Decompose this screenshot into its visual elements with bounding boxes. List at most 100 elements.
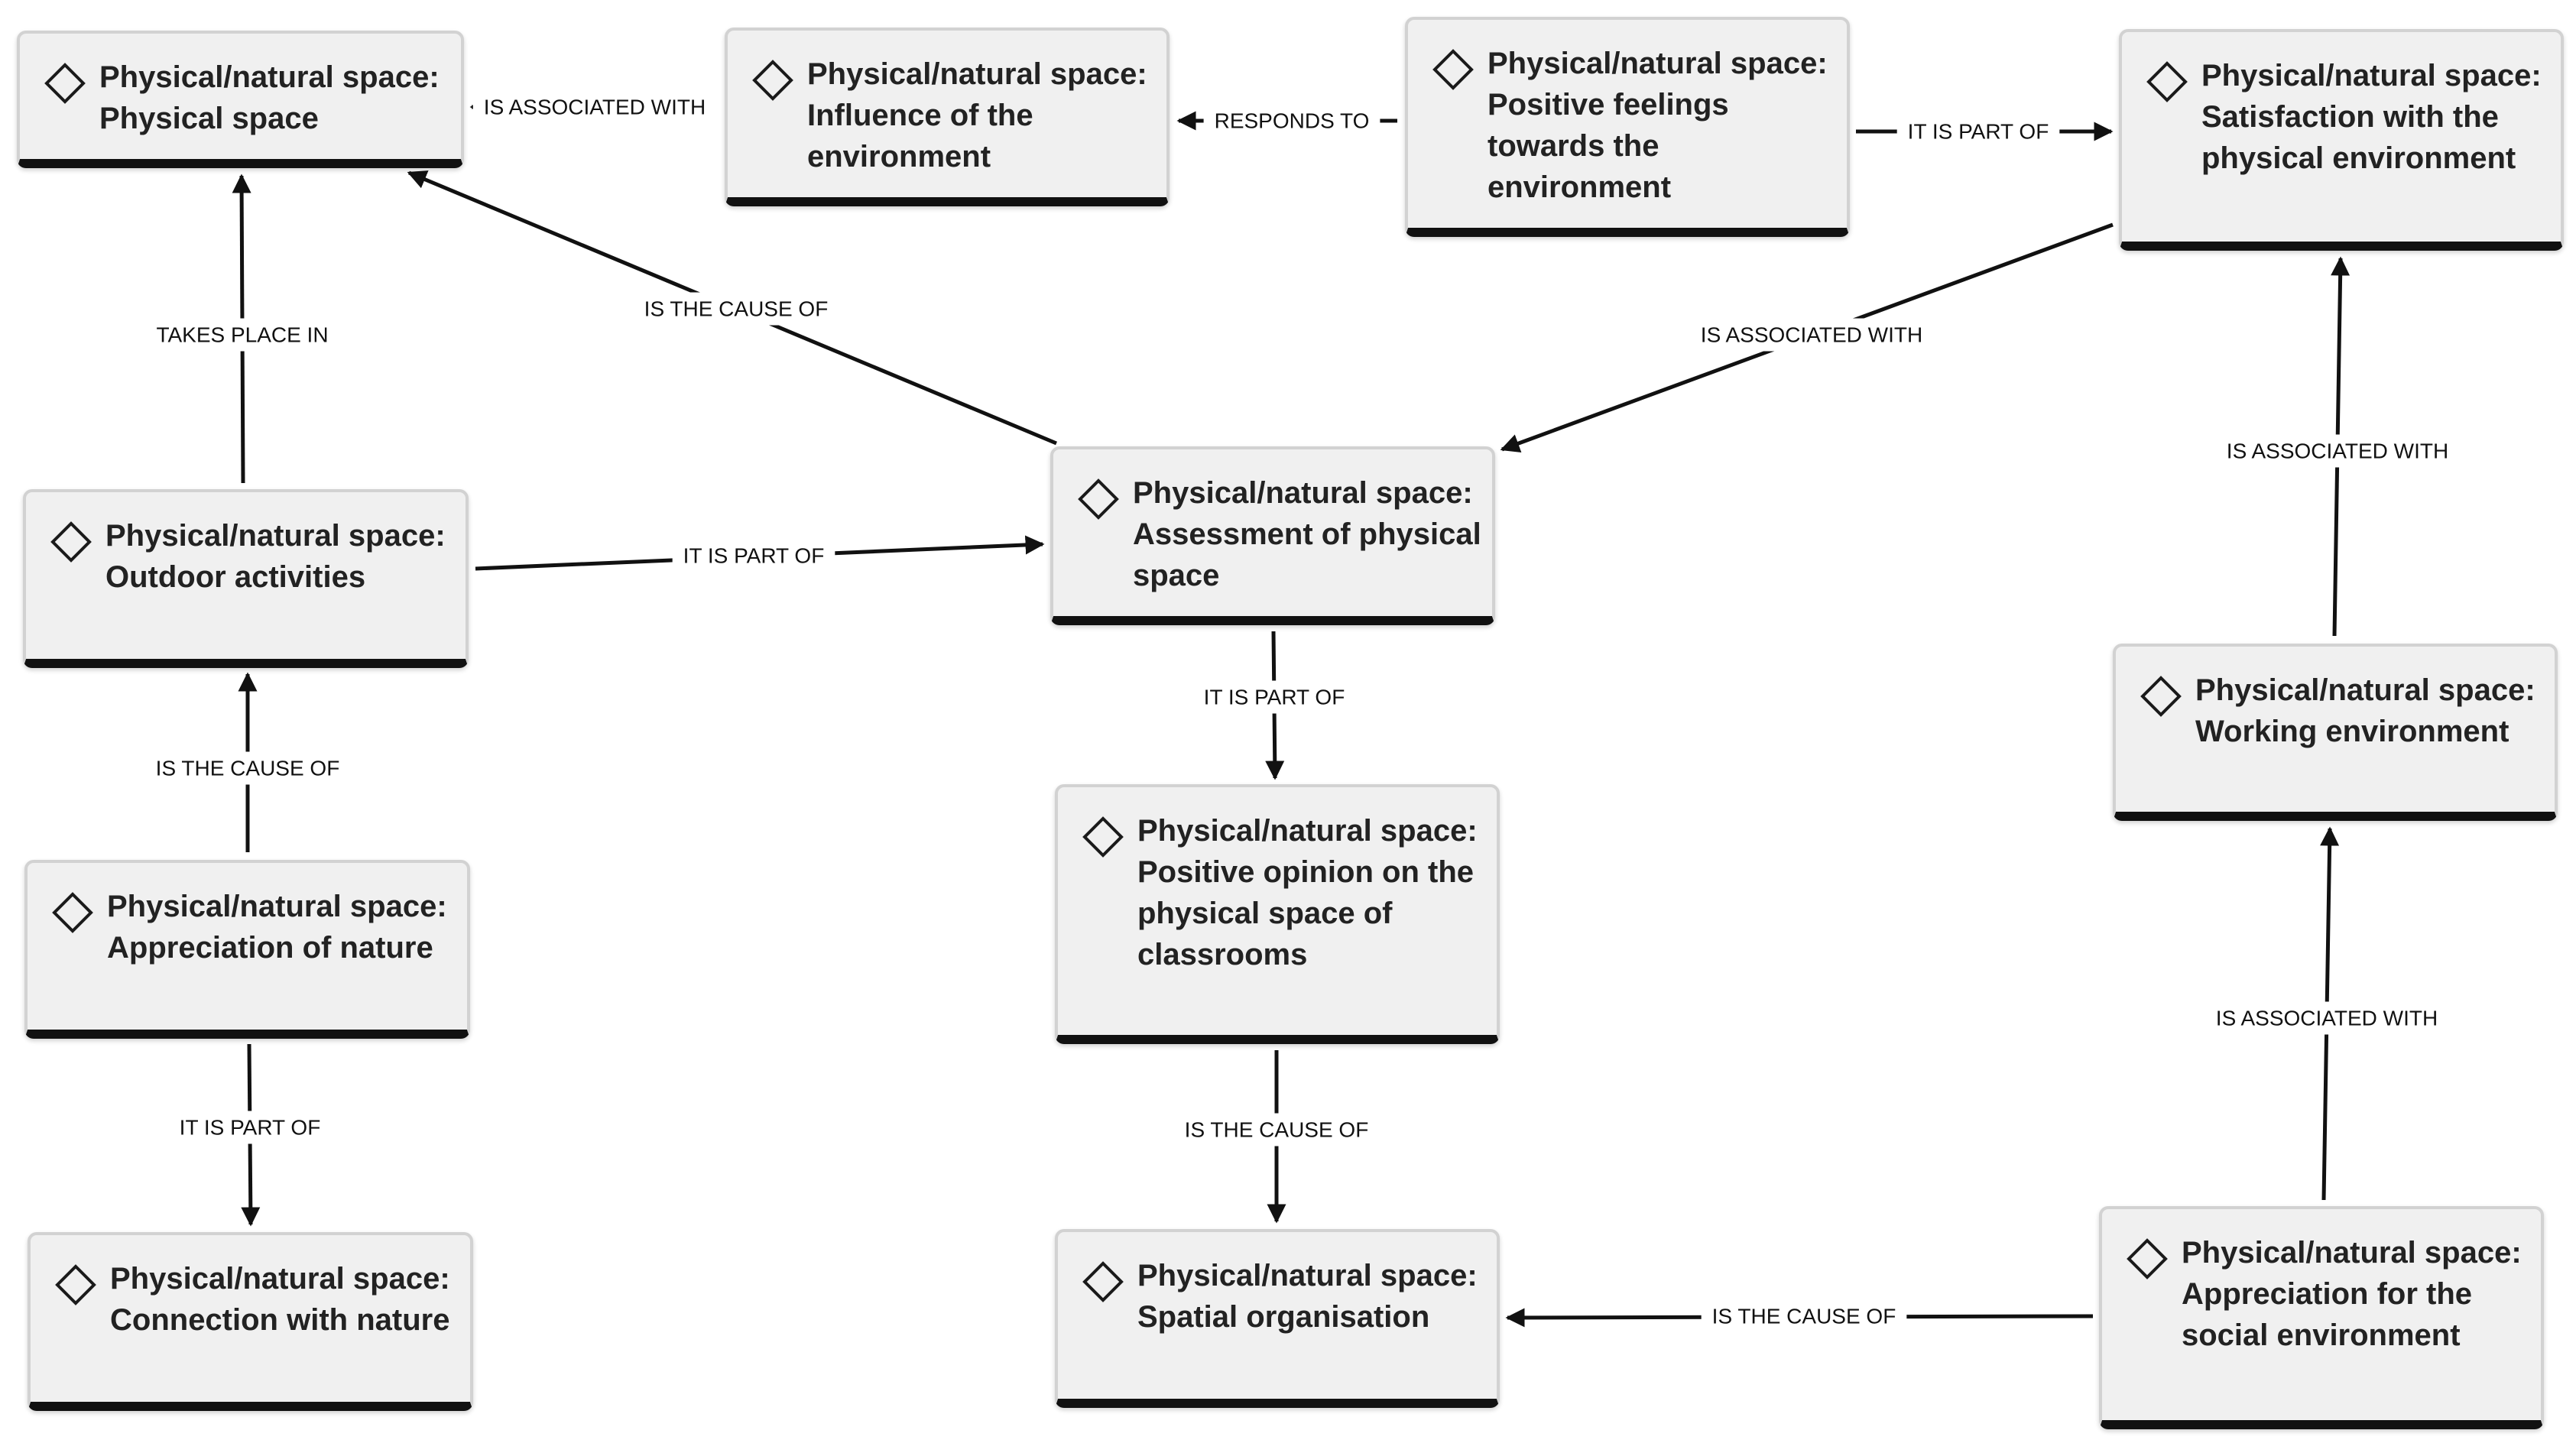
- edge-feelings-to-influence: RESPONDS TO: [1176, 104, 1397, 138]
- node-category: Physical/natural space:: [99, 60, 440, 94]
- node-label: Physical/natural space: Outdoor activitie…: [105, 515, 447, 598]
- edge-appreciation-to-connection: IT IS PART OF: [168, 1043, 332, 1227]
- edge-label: IS THE CAUSE OF: [644, 297, 829, 321]
- edge-label: IS ASSOCIATED WITH: [2227, 439, 2448, 463]
- node-title-line: Connection with nature: [110, 1303, 450, 1337]
- node-connection-nature: Physical/natural space: Connection with n…: [28, 1232, 473, 1411]
- edge-label-background: [145, 318, 339, 352]
- diamond-icon: [2146, 61, 2188, 102]
- edge-label-background: [168, 1111, 332, 1144]
- node-title-line: physical space of: [1137, 897, 1393, 930]
- node-title-line: Appreciation for the: [2182, 1277, 2473, 1311]
- edge-social-to-working: IS ASSOCIATED WITH: [2205, 826, 2449, 1201]
- edge-label-background: [2205, 1001, 2449, 1035]
- node-category: Physical/natural space:: [2195, 673, 2535, 707]
- edge-satisfaction-to-assessment: IS ASSOCIATED WITH: [1500, 222, 2114, 452]
- edge-label-background: [472, 90, 717, 124]
- node-category: Physical/natural space:: [807, 57, 1147, 91]
- node-label: Physical/natural space: Spatial organisat…: [1137, 1255, 1478, 1338]
- edge-label-background: [1203, 104, 1380, 138]
- edge-label-background: [1689, 318, 1934, 352]
- node-working-environment: Physical/natural space: Working environme…: [2113, 644, 2558, 821]
- edge-label: IS ASSOCIATED WITH: [2216, 1007, 2438, 1030]
- node-label: Physical/natural space: Connection with n…: [110, 1258, 452, 1341]
- node-positive-opinion: Physical/natural space:Positive opinion …: [1055, 784, 1500, 1044]
- node-influence-environment: Physical/natural space: Influence of the e…: [725, 28, 1170, 206]
- node-category: Physical/natural space:: [110, 1262, 450, 1296]
- edge-label: IT IS PART OF: [1204, 686, 1345, 709]
- edge-label: IS THE CAUSE OF: [1712, 1305, 1896, 1328]
- edge-assessment-to-opinion: IT IS PART OF: [1192, 631, 1356, 780]
- node-label: Physical/natural space:Positive opinion …: [1137, 810, 1478, 975]
- node-category: Physical/natural space:: [1133, 476, 1473, 510]
- edge-influence-to-physical: IS ASSOCIATED WITH: [469, 90, 717, 124]
- edge-social-to-spatial: IS THE CAUSE OF: [1505, 1299, 2094, 1333]
- edge-label-background: [2215, 434, 2460, 468]
- edge-label: IS ASSOCIATED WITH: [1701, 323, 1922, 347]
- node-title-line: space: [1133, 559, 1220, 592]
- node-title-line: environment: [1488, 170, 1672, 204]
- edge-opinion-to-spatial: IS THE CAUSE OF: [1173, 1050, 1380, 1224]
- diamond-icon: [1082, 816, 1124, 858]
- edge-assessment-to-physical: IS THE CAUSE OF: [407, 170, 1057, 446]
- node-title-line: towards the: [1488, 129, 1659, 163]
- edge-label-background: [672, 539, 835, 572]
- node-category: Physical/natural space:: [1137, 1259, 1478, 1292]
- node-title-line: social environment: [2182, 1318, 2461, 1352]
- edge-label: IT IS PART OF: [1908, 120, 2049, 144]
- node-category: Physical/natural space:: [1137, 814, 1478, 848]
- edge-feelings-to-satisfaction: IT IS PART OF: [1856, 115, 2114, 148]
- node-title-line: Influence of the: [807, 99, 1033, 132]
- edge-label: IT IS PART OF: [180, 1116, 321, 1140]
- node-category: Physical/natural space:: [2201, 59, 2542, 92]
- node-label: Physical/natural space: Influence of the e…: [807, 54, 1148, 177]
- node-positive-feelings: Physical/natural space: Positive feelings…: [1405, 17, 1850, 237]
- node-label: Physical/natural space:Appreciation of n…: [107, 886, 449, 968]
- node-label: Physical/natural space: Positive feelings…: [1488, 43, 1828, 208]
- edge-label: IS THE CAUSE OF: [1185, 1118, 1369, 1142]
- edge-label: TAKES PLACE IN: [156, 323, 328, 347]
- node-title-line: Outdoor activities: [105, 560, 366, 594]
- node-outdoor-activities: Physical/natural space: Outdoor activitie…: [23, 489, 469, 668]
- diamond-icon: [1432, 49, 1474, 90]
- node-category: Physical/natural space:: [1488, 47, 1828, 80]
- node-satisfaction-physical: Physical/natural space: Satisfaction with…: [2119, 29, 2564, 251]
- diamond-icon: [55, 1264, 96, 1305]
- node-title-line: Appreciation of nature: [107, 931, 433, 965]
- edge-label: IS THE CAUSE OF: [156, 757, 340, 780]
- edge-outdoor-to-assessment: IT IS PART OF: [475, 535, 1045, 572]
- node-physical-space: Physical/natural space: Physical space: [17, 31, 464, 168]
- node-label: Physical/natural space: Satisfaction with…: [2201, 55, 2542, 179]
- node-title-line: Working environment: [2195, 715, 2509, 748]
- edge-label: IT IS PART OF: [683, 544, 825, 568]
- node-category: Physical/natural space:: [105, 519, 446, 553]
- node-title-line: environment: [807, 140, 991, 174]
- edge-label-background: [144, 751, 351, 785]
- edge-label: RESPONDS TO: [1215, 109, 1370, 133]
- node-appreciation-nature: Physical/natural space:Appreciation of n…: [24, 860, 470, 1039]
- edge-label-background: [1173, 1113, 1380, 1146]
- edge-label: IS ASSOCIATED WITH: [484, 96, 706, 119]
- node-appreciation-social: Physical/natural space: Appreciation for …: [2099, 1206, 2544, 1429]
- node-spatial-organisation: Physical/natural space: Spatial organisat…: [1055, 1229, 1500, 1408]
- diamond-icon: [50, 521, 92, 563]
- node-title-line: Satisfaction with the: [2201, 100, 2499, 134]
- edge-label-background: [1192, 680, 1356, 714]
- node-assessment-physical: Physical/natural space:Assessment of phy…: [1050, 446, 1495, 625]
- node-label: Physical/natural space: Physical space: [99, 57, 443, 139]
- diamond-icon: [1082, 1261, 1124, 1302]
- node-title-line: Physical space: [99, 102, 319, 135]
- edge-working-to-satisfaction: IS ASSOCIATED WITH: [2215, 256, 2460, 637]
- diamond-icon: [44, 63, 86, 104]
- diamond-icon: [2127, 1238, 2168, 1279]
- node-title-line: classrooms: [1137, 938, 1308, 971]
- node-label: Physical/natural space:Assessment of phy…: [1133, 472, 1481, 596]
- edge-label-background: [633, 292, 839, 326]
- node-title-line: Positive feelings: [1488, 88, 1729, 122]
- node-title-line: Spatial organisation: [1137, 1300, 1430, 1334]
- node-category: Physical/natural space:: [2182, 1236, 2522, 1270]
- diamond-icon: [752, 60, 793, 101]
- diamond-icon: [52, 892, 93, 933]
